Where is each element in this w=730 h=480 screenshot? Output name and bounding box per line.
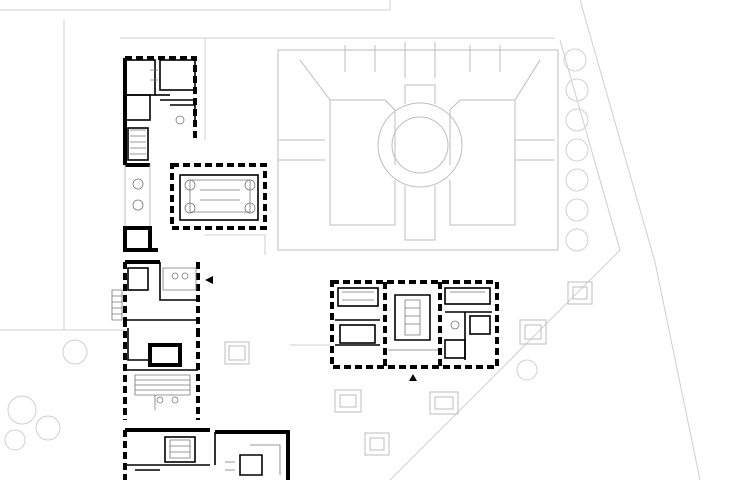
site-context (0, 0, 701, 480)
main-wing (111, 56, 290, 480)
entrance-markers (205, 276, 417, 381)
column-pavilion (170, 163, 267, 230)
east-building (330, 280, 499, 369)
entrance-arrow-east (409, 374, 417, 381)
planters (224, 281, 593, 456)
tree-row (4, 48, 589, 451)
entrance-arrow-main (205, 276, 213, 284)
formal-garden (277, 42, 559, 251)
